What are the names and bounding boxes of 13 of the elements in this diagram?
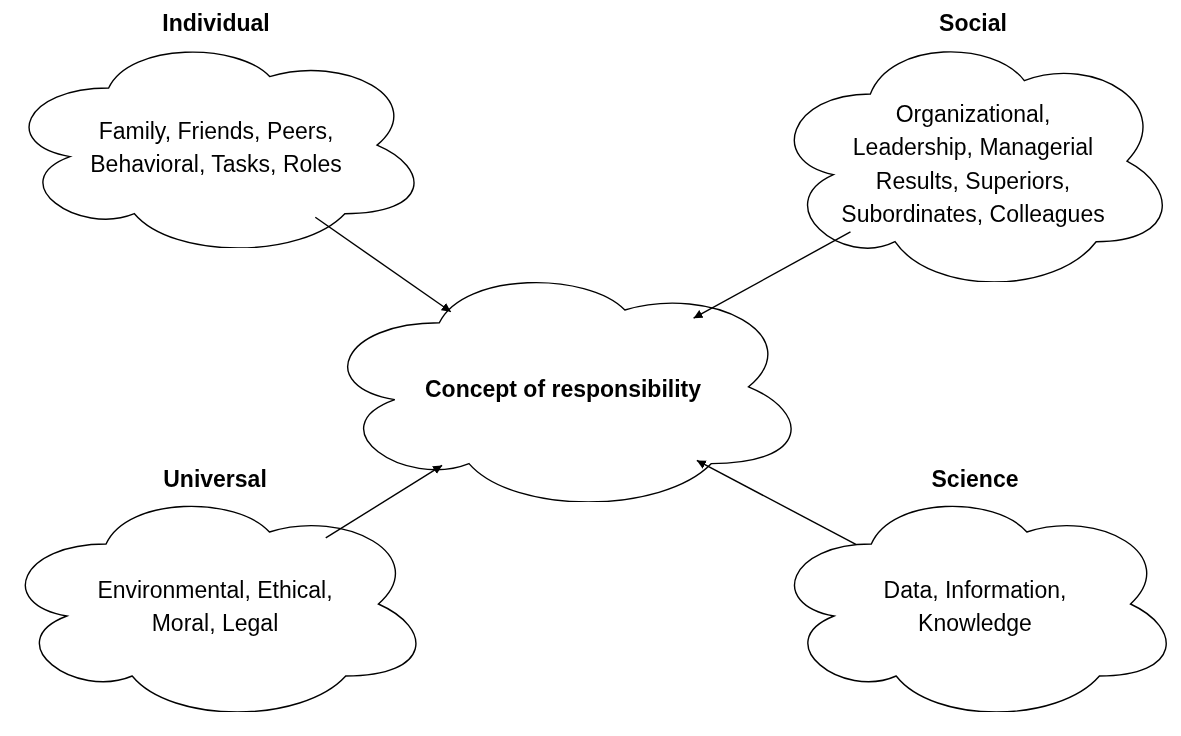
cloud-text: Concept of responsibility	[425, 375, 701, 405]
cloud-text: Organizational, Leadership, Managerial Results, Superiors, Subordinates, Colleagues	[840, 99, 1106, 229]
cloud-heading: Individual	[161, 10, 271, 37]
cloud-heading: Social	[938, 10, 1008, 37]
arrow	[692, 231, 852, 319]
cloud-text: Family, Friends, Peers, Behavioral, Tasks, Roles	[89, 116, 343, 179]
cloud-heading: Universal	[162, 466, 268, 493]
cloud-text: Data, Information, Knowledge	[882, 575, 1068, 638]
arrow	[696, 459, 857, 545]
arrow	[314, 216, 452, 313]
cloud-heading: Science	[930, 466, 1020, 493]
arrow	[325, 464, 443, 539]
cloud-text: Environmental, Ethical, Moral, Legal	[96, 575, 334, 638]
